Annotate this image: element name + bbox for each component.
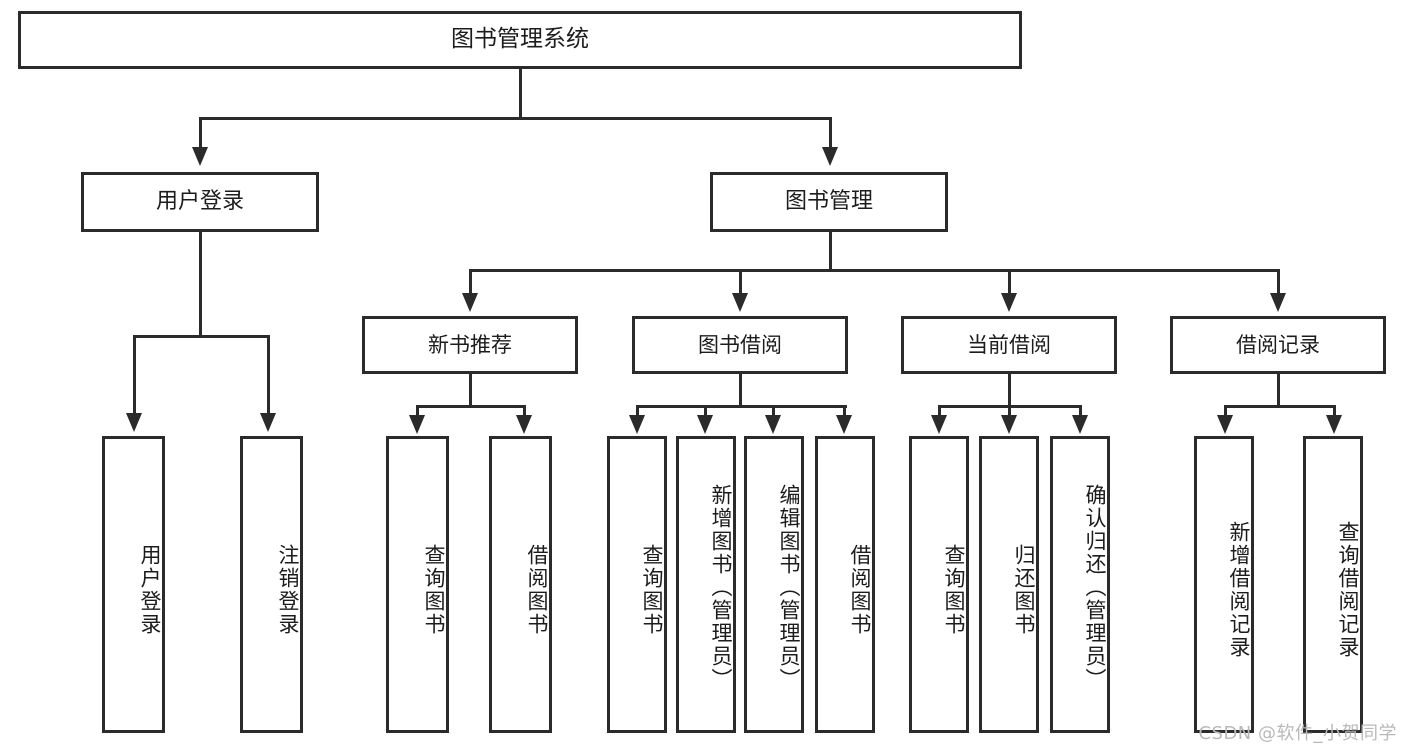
node-new-book-recommend[interactable]: 新书推荐 (362, 316, 578, 374)
connector-book-borrow-to-leaf-2 (704, 405, 707, 417)
connector-user-login-stem (199, 232, 202, 337)
leaf-label: 编辑图书（管理员） (777, 484, 801, 691)
arrowhead-borrow-record-leaf-2 (1326, 415, 1342, 434)
connector-book-borrow-to-leaf-1 (636, 405, 639, 417)
connector-book-borrow-bus (636, 405, 847, 408)
arrowhead-book-borrow (732, 293, 748, 312)
connector-bm-to-new-book (469, 269, 472, 295)
arrowhead-book-borrow-leaf-2 (697, 415, 713, 434)
arrowhead-current-borrow-leaf-2 (1001, 415, 1017, 434)
connector-book-management-bus (469, 269, 1280, 272)
leaf-current-borrow-return-book[interactable]: 归还图书 (979, 436, 1039, 733)
connector-book-management-stem (829, 232, 832, 272)
leaf-user-login-logout[interactable]: 注销登录 (240, 436, 303, 733)
arrowhead-book-management (822, 147, 838, 166)
arrowhead-new-book-recommend (462, 293, 478, 312)
leaf-label: 查询图书 (422, 543, 446, 636)
connector-book-borrow-to-leaf-4 (843, 405, 846, 417)
connector-book-borrow-stem (739, 374, 742, 407)
arrowhead-user-login (192, 147, 208, 166)
node-label: 新书推荐 (428, 332, 512, 357)
connector-new-book-to-leaf-1 (416, 405, 419, 417)
leaf-book-borrow-query-book[interactable]: 查询图书 (607, 436, 667, 733)
connector-current-borrow-to-leaf-2 (1008, 405, 1011, 417)
node-current-borrow[interactable]: 当前借阅 (901, 316, 1117, 374)
arrowhead-borrow-record (1270, 293, 1286, 312)
connector-book-borrow-to-leaf-3 (772, 405, 775, 417)
node-label: 当前借阅 (967, 332, 1051, 357)
arrowhead-current-borrow (1001, 293, 1017, 312)
leaf-label: 归还图书 (1012, 543, 1036, 636)
connector-borrow-record-bus (1224, 405, 1336, 408)
leaf-user-login-login[interactable]: 用户登录 (102, 436, 165, 733)
leaf-borrow-record-query-record[interactable]: 查询借阅记录 (1303, 436, 1363, 733)
connector-new-book-to-leaf-2 (523, 405, 526, 417)
connector-user-login-to-leaf-2 (267, 335, 270, 415)
arrowhead-user-login-leaf-2 (260, 413, 276, 432)
connector-current-borrow-stem (1008, 374, 1011, 407)
connector-root-bus (199, 117, 832, 120)
leaf-label: 借阅图书 (525, 543, 549, 636)
leaf-book-borrow-add-book-admin[interactable]: 新增图书（管理员） (676, 436, 736, 733)
leaf-label: 借阅图书 (848, 543, 872, 636)
node-user-login[interactable]: 用户登录 (81, 172, 319, 232)
arrowhead-user-login-leaf-1 (126, 413, 142, 432)
node-label: 用户登录 (155, 189, 244, 215)
arrowhead-current-borrow-leaf-3 (1072, 415, 1088, 434)
node-label: 借阅记录 (1236, 332, 1320, 357)
connector-user-login-to-leaf-1 (133, 335, 136, 415)
node-root-book-management-system[interactable]: 图书管理系统 (18, 11, 1022, 69)
connector-borrow-record-to-leaf-1 (1224, 405, 1227, 417)
arrowhead-current-borrow-leaf-1 (931, 415, 947, 434)
arrowhead-new-book-leaf-1 (409, 415, 425, 434)
connector-current-borrow-to-leaf-3 (1079, 405, 1082, 417)
connector-bm-to-borrow-record (1277, 269, 1280, 295)
connector-borrow-record-to-leaf-2 (1333, 405, 1336, 417)
node-borrow-record[interactable]: 借阅记录 (1170, 316, 1386, 374)
leaf-label: 新增图书（管理员） (709, 484, 733, 691)
arrowhead-new-book-leaf-2 (516, 415, 532, 434)
leaf-book-borrow-borrow-book[interactable]: 借阅图书 (815, 436, 875, 733)
connector-new-book-bus (416, 405, 526, 408)
leaf-label: 查询图书 (640, 543, 664, 636)
leaf-label: 用户登录 (138, 543, 162, 636)
arrowhead-book-borrow-leaf-3 (765, 415, 781, 434)
node-label: 图书借阅 (698, 332, 782, 357)
connector-root-stem (519, 69, 522, 119)
arrowhead-book-borrow-leaf-4 (836, 415, 852, 434)
connector-new-book-stem (469, 374, 472, 407)
connector-user-login-bus (133, 335, 270, 338)
connector-bm-to-book-borrow (739, 269, 742, 295)
node-label: 图书管理 (784, 189, 873, 215)
leaf-book-borrow-edit-book-admin[interactable]: 编辑图书（管理员） (744, 436, 804, 733)
leaf-current-borrow-query-book[interactable]: 查询图书 (909, 436, 969, 733)
leaf-label: 查询图书 (942, 543, 966, 636)
leaf-label: 注销登录 (276, 543, 300, 636)
leaf-new-book-query-book[interactable]: 查询图书 (386, 436, 449, 733)
connector-root-to-user-login (199, 117, 202, 149)
leaf-borrow-record-add-record[interactable]: 新增借阅记录 (1194, 436, 1254, 733)
leaf-new-book-borrow-book[interactable]: 借阅图书 (489, 436, 552, 733)
connector-root-to-book-management (829, 117, 832, 149)
arrowhead-book-borrow-leaf-1 (629, 415, 645, 434)
node-label: 图书管理系统 (451, 26, 589, 53)
watermark-text: CSDN @软件_小贺同学 (1198, 723, 1397, 744)
connector-borrow-record-stem (1277, 374, 1280, 407)
leaf-label: 确认归还（管理员） (1083, 484, 1107, 691)
connector-current-borrow-to-leaf-1 (938, 405, 941, 417)
leaf-label: 查询借阅记录 (1336, 520, 1360, 659)
node-book-borrow[interactable]: 图书借阅 (632, 316, 848, 374)
connector-bm-to-current-borrow (1008, 269, 1011, 295)
node-book-management[interactable]: 图书管理 (710, 172, 948, 232)
arrowhead-borrow-record-leaf-1 (1217, 415, 1233, 434)
leaf-current-borrow-confirm-return-admin[interactable]: 确认归还（管理员） (1050, 436, 1110, 733)
leaf-label: 新增借阅记录 (1227, 520, 1251, 659)
